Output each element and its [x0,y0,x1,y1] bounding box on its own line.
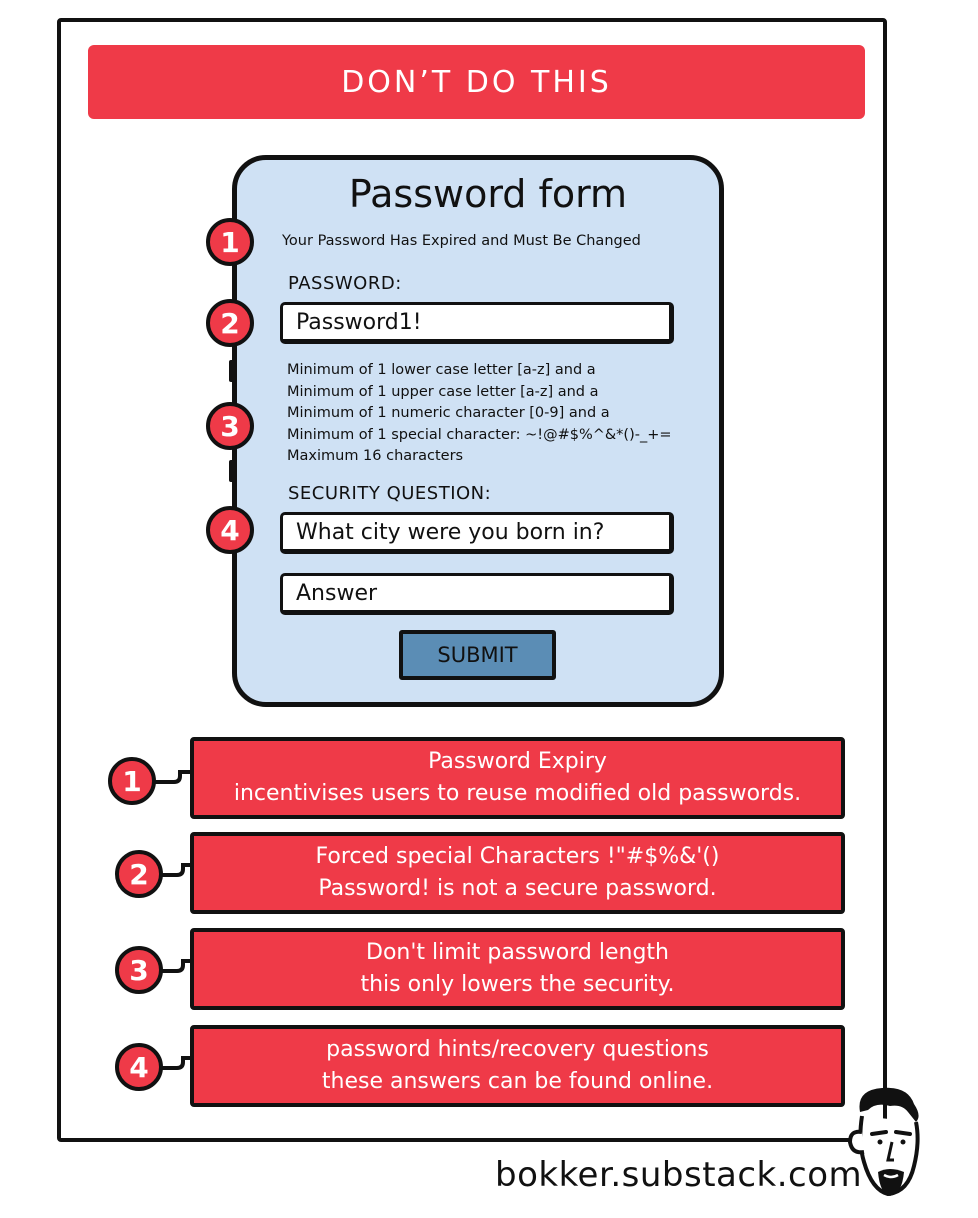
security-question-select[interactable]: What city were you born in? [280,512,674,554]
security-question-label: SECURITY QUESTION: [288,483,492,504]
note-text: this only lowers the security. [360,972,675,997]
connector-line [161,1056,191,1070]
password-rules: Minimum of 1 lower case letter [a-z] and… [287,360,672,468]
badge-2: 2 [206,299,254,347]
badge-3: 3 [206,402,254,450]
rule-line: Minimum of 1 upper case letter [a-z] and… [287,383,599,400]
note-badge-4: 4 [115,1043,163,1091]
password-form-card [232,155,724,707]
note-special-characters: Forced special Characters !"#$%&'() Pass… [190,832,845,914]
note-title: password hints/recovery questions [326,1037,709,1062]
rule-line: Minimum of 1 lower case letter [a-z] and… [287,362,596,378]
form-subtitle: Your Password Has Expired and Must Be Ch… [282,233,641,249]
footer-site-link[interactable]: bokker.substack.com [495,1155,863,1195]
note-badge-2: 2 [115,850,163,898]
note-text: these answers can be found online. [321,1069,714,1094]
answer-input[interactable]: Answer [280,573,674,615]
note-recovery-questions: password hints/recovery questions these … [190,1025,845,1107]
note-title: Password Expiry [428,749,607,774]
rule-line: Minimum of 1 numeric character [0-9] and… [287,405,610,421]
rule-line: Minimum of 1 special character: ~!@#$%^&… [287,426,672,443]
note-text: Password! is not a secure password. [318,876,717,901]
warning-banner: DON’T DO THIS [88,45,865,119]
connector-line [161,959,191,973]
form-edge-dash [229,460,234,482]
note-badge-1: 1 [108,757,156,805]
note-password-length: Don't limit password length this only lo… [190,928,845,1010]
form-title: Password form [348,172,628,216]
badge-4: 4 [206,506,254,554]
password-label: PASSWORD: [288,273,402,294]
connector-line [154,770,190,784]
submit-button[interactable]: SUBMIT [399,630,556,680]
password-input[interactable]: Password1! [280,302,674,344]
note-badge-3: 3 [115,946,163,994]
note-text: incentivises users to reuse modified old… [233,781,802,806]
note-title: Forced special Characters !"#$%&'() [315,844,720,869]
badge-1: 1 [206,218,254,266]
rule-line: Maximum 16 characters [287,448,464,464]
author-avatar-icon [847,1087,920,1197]
note-title: Don't limit password length [366,940,669,965]
connector-line [161,863,191,877]
note-password-expiry: Password Expiry incentivises users to re… [190,737,845,819]
form-edge-dash [229,360,234,382]
